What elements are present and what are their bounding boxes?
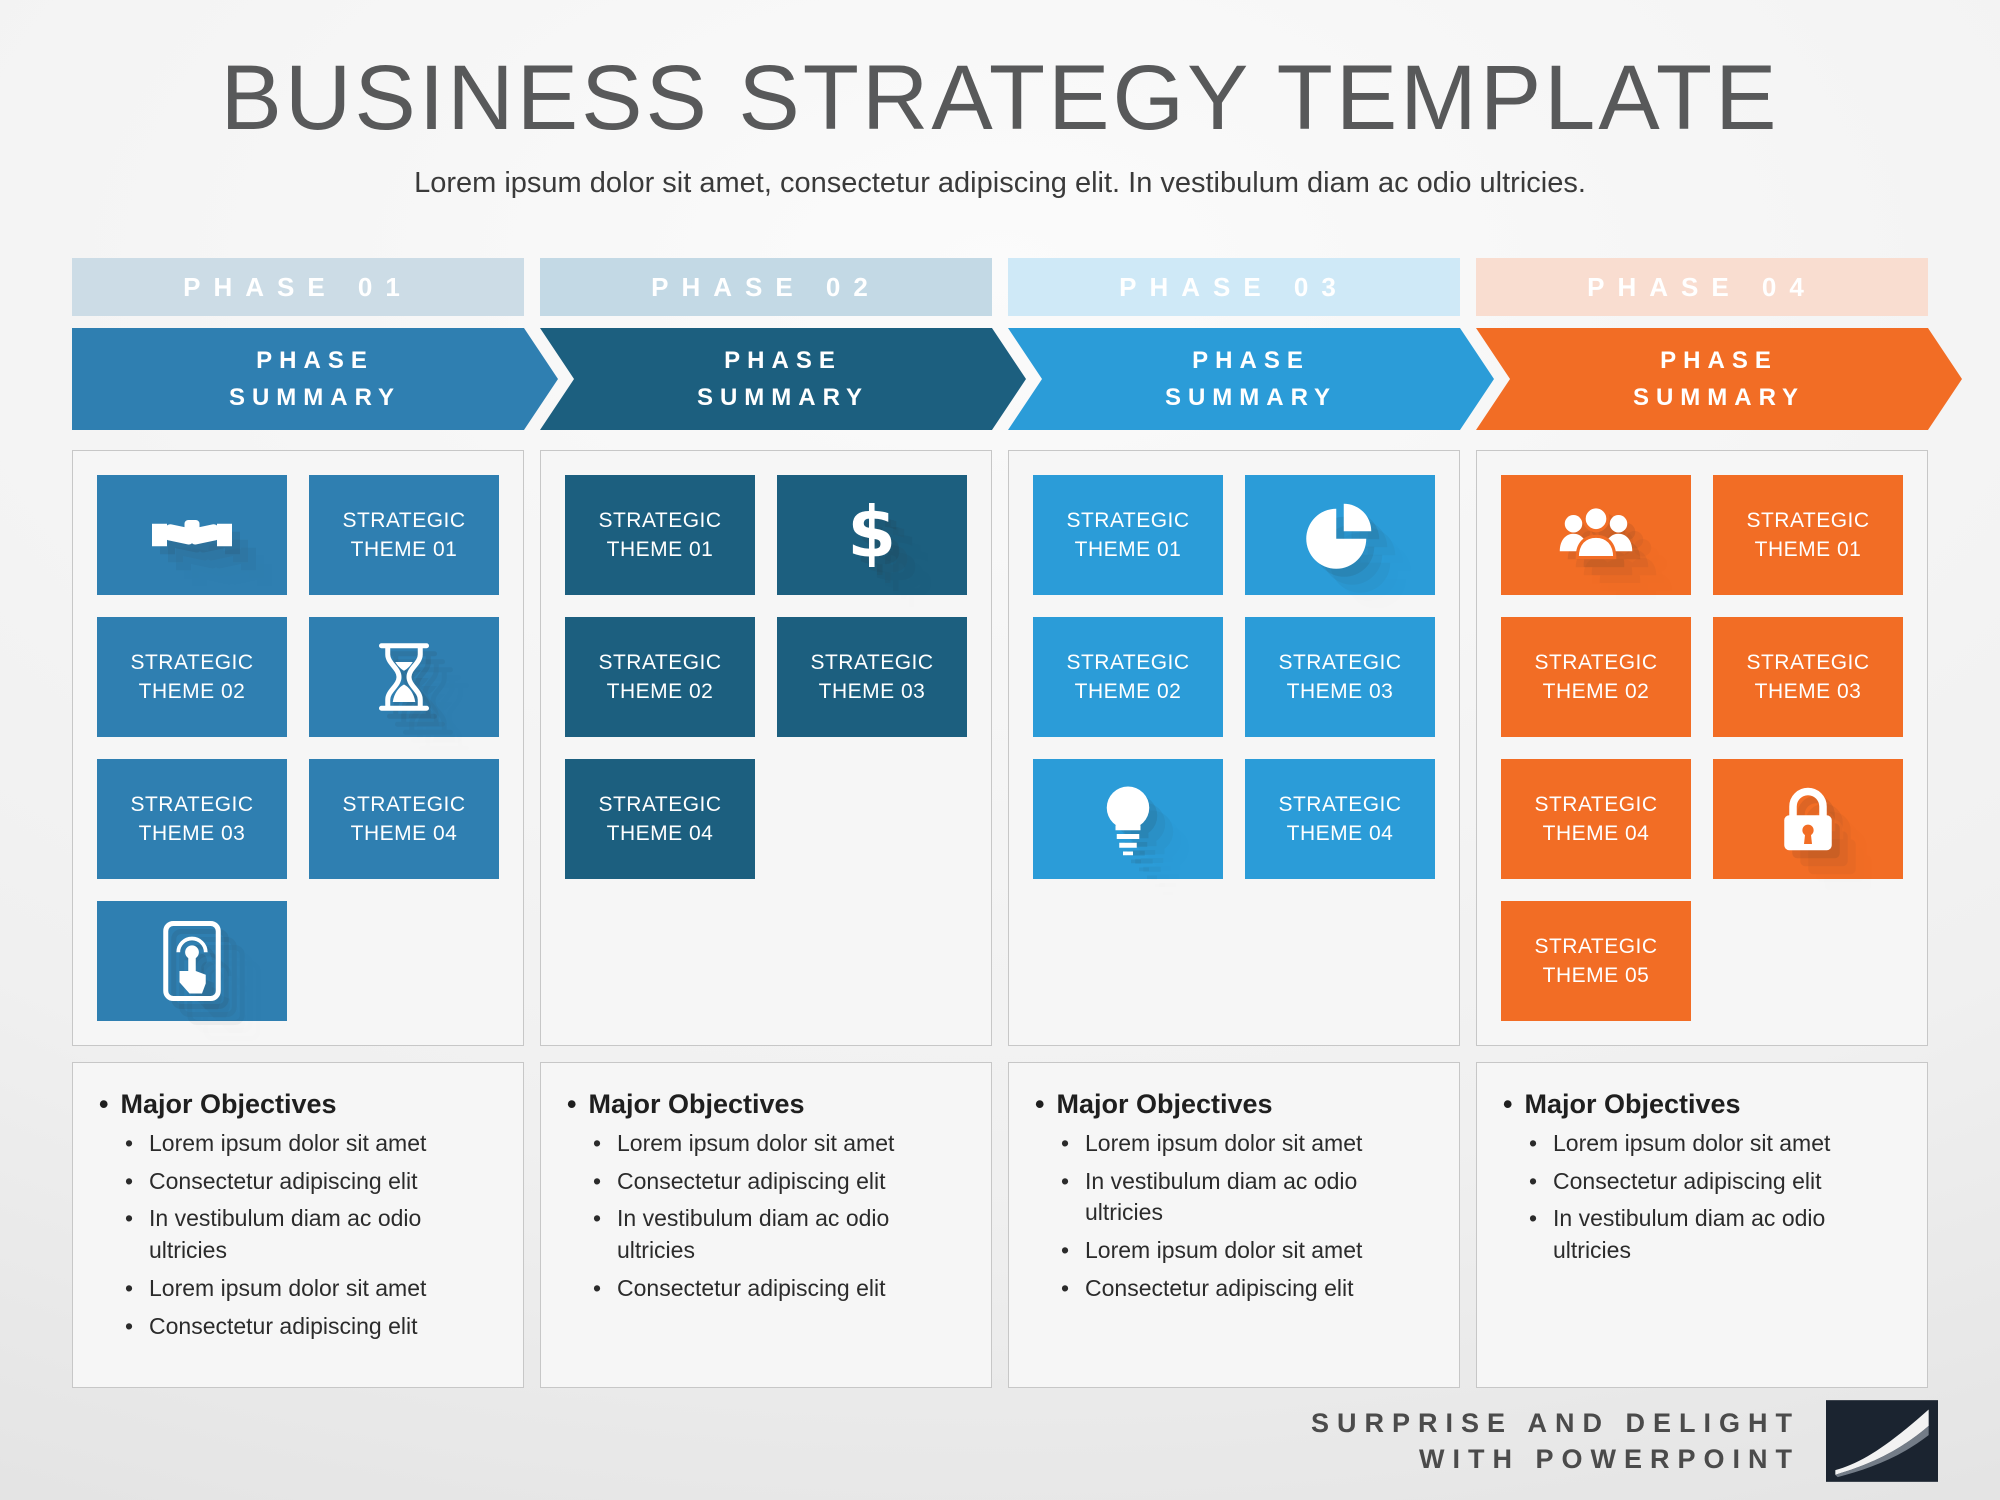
- objective-item: Lorem ipsum dolor sit amet: [591, 1128, 965, 1160]
- phase-column-02: PHASE 02 PHASE SUMMARY STRATEGIC THEME 0…: [540, 258, 1026, 1388]
- phase-band-label: PHASE 01: [183, 271, 413, 302]
- objective-item: Consectetur adipiscing elit: [1527, 1166, 1901, 1198]
- strategic-theme-tile: STRATEGIC THEME 02: [565, 617, 755, 737]
- objective-item: Consectetur adipiscing elit: [591, 1273, 965, 1305]
- objective-item: Lorem ipsum dolor sit amet: [1527, 1128, 1901, 1160]
- strategic-theme-tile: STRATEGIC THEME 04: [565, 759, 755, 879]
- objectives-list: Lorem ipsum dolor sit ametConsectetur ad…: [1527, 1128, 1901, 1267]
- objectives-title-text: Major Objectives: [588, 1089, 805, 1119]
- objectives-title: • Major Objectives: [1035, 1089, 1433, 1120]
- phase-summary-label: PHASE SUMMARY: [696, 346, 870, 411]
- people-icon: [1501, 475, 1691, 595]
- objective-item: Lorem ipsum dolor sit amet: [1059, 1128, 1433, 1160]
- footer-tagline: SURPRISE AND DELIGHT WITH POWERPOINT: [1311, 1405, 1800, 1478]
- phase-column-03: PHASE 03 PHASE SUMMARY STRATEGIC THEME 0…: [1008, 258, 1494, 1388]
- strategic-theme-tile: STRATEGIC THEME 04: [1245, 759, 1435, 879]
- road-swoosh-logo: [1826, 1400, 1938, 1482]
- phase-summary-arrow: PHASE SUMMARY: [72, 328, 558, 430]
- phase-summary-arrow: PHASE SUMMARY: [1476, 328, 1962, 430]
- strategic-theme-tile: STRATEGIC THEME 01: [565, 475, 755, 595]
- objectives-panel: • Major Objectives Lorem ipsum dolor sit…: [540, 1062, 992, 1388]
- header: BUSINESS STRATEGY TEMPLATE Lorem ipsum d…: [0, 0, 2000, 200]
- pie-chart-icon: [1245, 475, 1435, 595]
- objectives-title-text: Major Objectives: [1524, 1089, 1741, 1119]
- objectives-list: Lorem ipsum dolor sit ametConsectetur ad…: [591, 1128, 965, 1305]
- hourglass-icon: [309, 617, 499, 737]
- objectives-panel: • Major Objectives Lorem ipsum dolor sit…: [72, 1062, 524, 1388]
- footer-tagline-line2: WITH POWERPOINT: [1419, 1444, 1800, 1474]
- strategic-theme-tile: STRATEGIC THEME 03: [1713, 617, 1903, 737]
- strategic-theme-tile: STRATEGIC THEME 05: [1501, 901, 1691, 1021]
- footer-tagline-line1: SURPRISE AND DELIGHT: [1310, 1407, 1800, 1438]
- objective-item: Lorem ipsum dolor sit amet: [1059, 1235, 1433, 1267]
- objectives-title-text: Major Objectives: [120, 1089, 337, 1119]
- objective-item: In vestibulum diam ac odio ultricies: [591, 1203, 965, 1266]
- strategic-theme-tile: STRATEGIC THEME 03: [1245, 617, 1435, 737]
- bullet-icon: •: [1503, 1089, 1513, 1119]
- bullet-icon: •: [99, 1089, 109, 1119]
- phase-band-label: PHASE 03: [1119, 271, 1349, 302]
- phase-summary-label: PHASE SUMMARY: [1632, 346, 1806, 411]
- footer: SURPRISE AND DELIGHT WITH POWERPOINT: [1311, 1400, 1938, 1482]
- strategic-theme-tile: STRATEGIC THEME 04: [1501, 759, 1691, 879]
- objectives-panel: • Major Objectives Lorem ipsum dolor sit…: [1476, 1062, 1928, 1388]
- objectives-title-text: Major Objectives: [1056, 1089, 1273, 1119]
- objective-item: In vestibulum diam ac odio ultricies: [123, 1203, 497, 1266]
- objectives-title: • Major Objectives: [99, 1089, 497, 1120]
- strategic-theme-tile: STRATEGIC THEME 01: [1033, 475, 1223, 595]
- objectives-title: • Major Objectives: [567, 1089, 965, 1120]
- tablet-touch-icon: [97, 901, 287, 1021]
- phase-summary-label: PHASE SUMMARY: [1164, 346, 1338, 411]
- strategic-theme-tile: STRATEGIC THEME 03: [97, 759, 287, 879]
- objectives-panel: • Major Objectives Lorem ipsum dolor sit…: [1008, 1062, 1460, 1388]
- objectives-title: • Major Objectives: [1503, 1089, 1901, 1120]
- phases-container: PHASE 01 PHASE SUMMARY STRATEGIC THEME 0…: [0, 258, 2000, 1388]
- objective-item: In vestibulum diam ac odio ultricies: [1059, 1166, 1433, 1229]
- phase-band: PHASE 03: [1008, 258, 1460, 316]
- lightbulb-icon: [1033, 759, 1223, 879]
- page-title: BUSINESS STRATEGY TEMPLATE: [220, 47, 1780, 149]
- strategic-theme-tile: STRATEGIC THEME 02: [97, 617, 287, 737]
- objectives-list: Lorem ipsum dolor sit amet In vestibulum …: [1059, 1128, 1433, 1305]
- objective-item: Consectetur adipiscing elit: [591, 1166, 965, 1198]
- strategic-theme-tile: STRATEGIC THEME 04: [309, 759, 499, 879]
- strategic-theme-tile: STRATEGIC THEME 02: [1033, 617, 1223, 737]
- handshake-icon: [97, 475, 287, 595]
- phase-band-label: PHASE 04: [1587, 271, 1817, 302]
- page-subtitle: Lorem ipsum dolor sit amet, consectetur …: [414, 167, 1586, 199]
- objective-item: Consectetur adipiscing elit: [123, 1166, 497, 1198]
- strategic-theme-tile: STRATEGIC THEME 03: [777, 617, 967, 737]
- dollar-icon: $: [777, 475, 967, 595]
- phase-band: PHASE 02: [540, 258, 992, 316]
- objective-item: Consectetur adipiscing elit: [123, 1311, 497, 1343]
- objective-item: Lorem ipsum dolor sit amet: [123, 1273, 497, 1305]
- phase-column-01: PHASE 01 PHASE SUMMARY STRATEGIC THEME 0…: [72, 258, 558, 1388]
- strategic-theme-tile: STRATEGIC THEME 02: [1501, 617, 1691, 737]
- objectives-list: Lorem ipsum dolor sit ametConsectetur ad…: [123, 1128, 497, 1342]
- phase-summary-arrow: PHASE SUMMARY: [540, 328, 1026, 430]
- objective-item: Lorem ipsum dolor sit amet: [123, 1128, 497, 1160]
- objective-item: In vestibulum diam ac odio ultricies: [1527, 1203, 1901, 1266]
- svg-text:$: $: [847, 495, 896, 573]
- phase-band: PHASE 04: [1476, 258, 1928, 316]
- phase-column-04: PHASE 04 PHASE SUMMARY STRATEGIC THEME 0…: [1476, 258, 1962, 1388]
- lock-icon: [1713, 759, 1903, 879]
- bullet-icon: •: [1035, 1089, 1045, 1119]
- phase-band-label: PHASE 02: [651, 271, 881, 302]
- objective-item: Consectetur adipiscing elit: [1059, 1273, 1433, 1305]
- strategic-theme-tile: STRATEGIC THEME 01: [1713, 475, 1903, 595]
- strategic-theme-tile: STRATEGIC THEME 01: [309, 475, 499, 595]
- bullet-icon: •: [567, 1089, 577, 1119]
- phase-summary-label: PHASE SUMMARY: [228, 346, 402, 411]
- phase-band: PHASE 01: [72, 258, 524, 316]
- phase-summary-arrow: PHASE SUMMARY: [1008, 328, 1494, 430]
